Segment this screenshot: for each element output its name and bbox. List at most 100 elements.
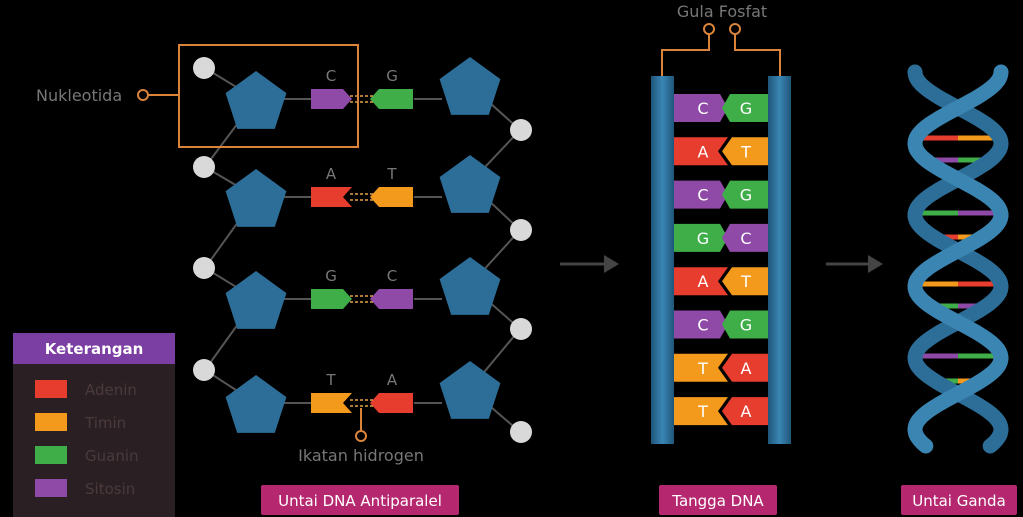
ladder-left-letter: A (698, 272, 709, 291)
caption-double-helix-text: Untai Ganda (912, 492, 1006, 510)
right-phosphate-circle (510, 219, 532, 241)
ladder-left-base-T (674, 397, 728, 426)
ladder-left-letter: T (697, 402, 708, 421)
left-base-letter: C (326, 67, 336, 85)
caption-antiparallel: Untai DNA Antiparalel (261, 485, 459, 515)
ladder-left-letter: C (697, 316, 708, 335)
ladder-left-base-A (674, 267, 728, 296)
ladder-right-base-A (722, 397, 768, 426)
ladder-left-letter: G (697, 229, 709, 248)
ladder-left-letter: C (697, 186, 708, 205)
double-helix-panel (907, 64, 1009, 454)
left-sugar-pentagon (225, 375, 287, 433)
arrow-2 (826, 255, 883, 273)
nucleotide-label: Nukleotida (36, 86, 122, 105)
ladder-right-base-G (722, 94, 768, 122)
caption-double-helix: Untai Ganda (901, 485, 1017, 515)
ladder-left-rail (651, 76, 674, 444)
right-base-A (370, 393, 413, 413)
left-phosphate-circle (193, 57, 215, 79)
ladder-left-base-C (674, 310, 728, 339)
hydrogen-bond-annotation: Ikatan hidrogen (298, 408, 424, 465)
ladder-right-base-G (722, 180, 768, 209)
legend-swatch-adenin (35, 380, 67, 398)
left-base-C (311, 89, 352, 109)
ladder-left-base-C (674, 94, 728, 122)
ladder-left-base-A (674, 137, 728, 166)
right-base-G (370, 89, 413, 109)
right-sugar-pentagon (439, 57, 501, 115)
phosphate-sugar-dot-right (729, 23, 741, 35)
ladder-right-base-C (722, 223, 768, 252)
phosphate-sugar-pointer-right (734, 30, 781, 76)
right-base-letter: C (387, 267, 397, 285)
sugar-pentagons (225, 57, 501, 433)
ladder-right-letter: G (740, 186, 752, 205)
legend-label: Sitosin (85, 480, 135, 498)
left-phosphate-circle (193, 359, 215, 381)
ladder-left-base-C (674, 180, 728, 209)
left-sugar-pentagon (225, 71, 287, 129)
ladder-left-letter: A (698, 142, 709, 161)
right-base-T (370, 187, 413, 207)
ladder-right-letter: T (740, 142, 751, 161)
arrow-1 (560, 255, 619, 273)
right-base-letter: T (386, 165, 397, 183)
right-sugar-pentagon (439, 257, 501, 315)
right-sugar-pentagon (439, 361, 501, 419)
right-base-C (370, 289, 413, 309)
phosphate-sugar-pointer-left (661, 30, 710, 76)
legend-title: Keterangan (45, 340, 144, 358)
left-base-letter: T (325, 371, 336, 389)
right-phosphate-circle (510, 119, 532, 141)
ladder-right-base-T (722, 267, 768, 296)
caption-ladder-text: Tangga DNA (671, 492, 764, 510)
left-base-G (311, 289, 352, 309)
ladder-left-base-T (674, 353, 728, 382)
legend-label: Timin (84, 414, 126, 432)
phosphate-sugar-label: Gula Fosfat (677, 2, 767, 21)
ladder-right-base-A (722, 353, 768, 382)
ladder-right-base-G (722, 310, 768, 339)
phosphate-sugar-dot-left (703, 23, 715, 35)
nucleotide-annotation: Nukleotida (36, 44, 359, 148)
hydrogen-bond-label: Ikatan hidrogen (298, 446, 424, 465)
ladder-right-letter: A (741, 359, 752, 378)
legend-swatch-timin (35, 413, 67, 431)
left-phosphate-circle (193, 257, 215, 279)
left-sugar-pentagon (225, 169, 287, 227)
legend-swatch-guanin (35, 446, 67, 464)
nucleotide-pointer-dot (137, 89, 149, 101)
phosphate-sugar-annotation: Gula Fosfat (661, 2, 781, 76)
left-base-letter: A (326, 165, 337, 183)
right-phosphate-circle (510, 421, 532, 443)
right-phosphate-circle (510, 318, 532, 340)
ladder-left-letter: T (697, 359, 708, 378)
right-base-letter: A (387, 371, 398, 389)
caption-antiparallel-text: Untai DNA Antiparalel (278, 492, 442, 510)
hydrogen-bond-pointer-dot (355, 430, 367, 442)
ladder-right-base-T (722, 137, 768, 166)
ladder-right-rail (768, 76, 791, 444)
ladder-right-letter: T (740, 272, 751, 291)
left-base-A (311, 187, 352, 207)
right-sugar-pentagon (439, 155, 501, 213)
legend-label: Adenin (85, 381, 137, 399)
right-base-letter: G (386, 67, 398, 85)
ladder-left-base-G (674, 223, 728, 252)
helix-strand-b (907, 64, 1009, 454)
ladder-right-letter: A (741, 402, 752, 421)
legend-swatch-sitosin (35, 479, 67, 497)
left-phosphate-circle (193, 156, 215, 178)
ladder-left-letter: C (697, 99, 708, 118)
caption-ladder: Tangga DNA (659, 485, 777, 515)
helix-strand-a (907, 64, 1009, 454)
left-sugar-pentagon (225, 271, 287, 329)
